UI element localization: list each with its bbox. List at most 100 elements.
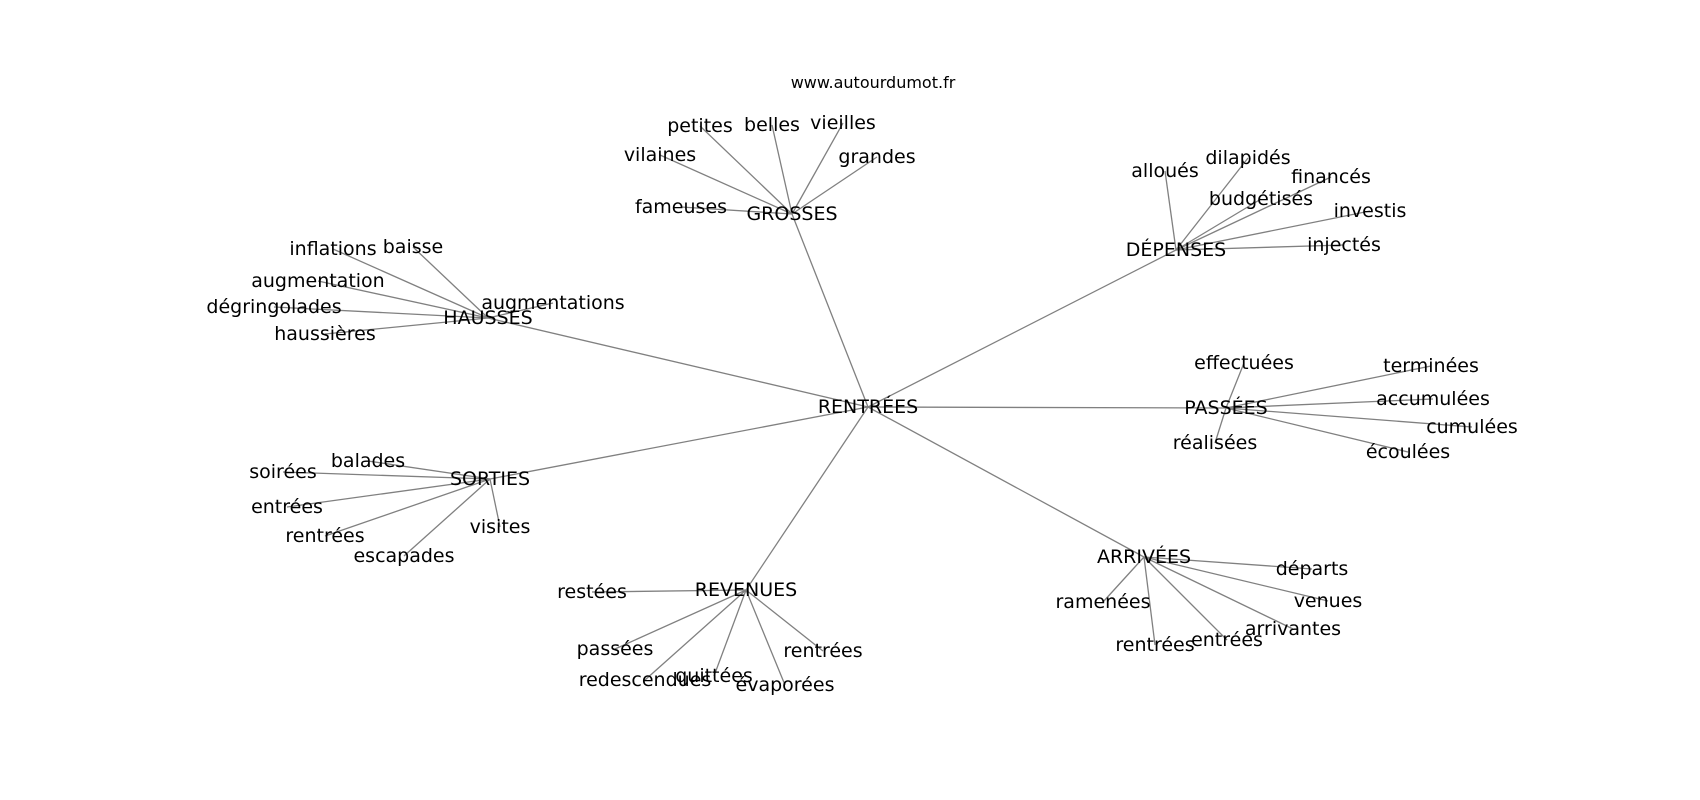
leaf-node-augmentations[interactable]: augmentations: [481, 292, 624, 314]
leaf-node-grandes[interactable]: grandes: [838, 146, 915, 168]
edge-center-revenues: [745, 406, 869, 591]
leaf-node-fameuses[interactable]: fameuses: [635, 196, 727, 218]
leaf-node-petites[interactable]: petites: [667, 115, 733, 137]
leaf-node-baisse[interactable]: baisse: [383, 236, 443, 258]
edge-hausses-inflations: [332, 248, 489, 319]
leaf-node-haussieres[interactable]: haussières: [274, 323, 375, 345]
leaf-node-escapades[interactable]: escapades: [353, 545, 454, 567]
edge-revenues-redescendues: [644, 589, 747, 681]
edge-sorties-soirees: [282, 471, 491, 480]
edge-depenses-alloues: [1164, 170, 1177, 251]
graph-edges: [273, 122, 1473, 686]
leaf-node-accumulees[interactable]: accumulées: [1376, 388, 1490, 410]
leaf-node-venues[interactable]: venues: [1294, 590, 1363, 612]
edge-grosses-grandes: [791, 156, 878, 215]
edge-arrivees-rentrees: [1143, 556, 1156, 646]
leaf-node-passees[interactable]: passées: [577, 638, 654, 660]
edge-passees-effectuees: [1225, 362, 1245, 409]
graph-labels: www.autourdumot.fr RENTRÉES GROSSES petite…: [206, 73, 1517, 696]
edge-sorties-entrees: [286, 478, 491, 508]
edge-center-passees: [867, 406, 1227, 409]
hub-node-sorties[interactable]: SORTIES: [450, 468, 530, 490]
leaf-node-alloues[interactable]: alloués: [1131, 160, 1198, 182]
edge-grosses-vilaines: [659, 154, 793, 215]
edge-hausses-haussieres: [324, 317, 489, 335]
leaf-node-injectes[interactable]: injectés: [1307, 234, 1381, 256]
leaf-node-dilapides[interactable]: dilapidés: [1205, 147, 1290, 169]
hub-node-revenues[interactable]: REVENUES: [695, 579, 797, 601]
leaf-node-redescendues[interactable]: redescendues: [579, 669, 712, 691]
edge-sorties-balades: [367, 460, 491, 480]
leaf-node-terminees[interactable]: terminées: [1383, 355, 1479, 377]
edge-arrivees-arrivantes: [1143, 556, 1294, 630]
leaf-node-evaporees[interactable]: évaporées: [736, 674, 835, 696]
leaf-node-rentrees[interactable]: rentrées: [285, 525, 364, 547]
leaf-node-cumulees[interactable]: cumulées: [1426, 416, 1518, 438]
edge-depenses-dilapides: [1175, 157, 1249, 251]
edge-arrivees-departs: [1143, 556, 1313, 570]
site-watermark[interactable]: www.autourdumot.fr: [791, 73, 956, 92]
edge-sorties-escapades: [403, 478, 491, 557]
leaf-node-rentrees[interactable]: rentrées: [783, 640, 862, 662]
leaf-node-vilaines[interactable]: vilaines: [624, 144, 696, 166]
leaf-node-entrees[interactable]: entrées: [1191, 629, 1263, 651]
leaf-node-vieilles[interactable]: vieilles: [810, 112, 876, 134]
edge-center-depenses: [867, 249, 1177, 408]
leaf-node-arrivantes[interactable]: arrivantes: [1245, 618, 1341, 640]
leaf-node-ecoulees[interactable]: écoulées: [1366, 441, 1450, 463]
edge-revenues-quittees: [713, 589, 747, 677]
hub-node-depenses[interactable]: DÉPENSES: [1126, 238, 1226, 261]
hub-node-grosses[interactable]: GROSSES: [746, 203, 837, 225]
leaf-node-visites[interactable]: visites: [470, 516, 531, 538]
leaf-node-budgetises[interactable]: budgétisés: [1209, 188, 1313, 210]
edge-sorties-rentrees: [324, 478, 491, 537]
leaf-node-belles[interactable]: belles: [744, 114, 800, 136]
leaf-node-entrees[interactable]: entrées: [251, 496, 323, 518]
edge-center-hausses: [487, 317, 869, 408]
leaf-node-departs[interactable]: départs: [1276, 558, 1349, 580]
edge-arrivees-ramenees: [1102, 556, 1145, 603]
leaf-node-balades[interactable]: balades: [331, 450, 405, 472]
edge-sorties-visites: [489, 478, 501, 528]
edge-arrivees-venues: [1143, 556, 1329, 602]
edge-grosses-fameuses: [680, 206, 793, 215]
edge-hausses-augmentations: [487, 302, 554, 319]
edge-grosses-petites: [699, 125, 793, 215]
edge-hausses-baisse: [412, 246, 489, 319]
edge-grosses-vieilles: [791, 122, 844, 215]
leaf-node-inflations[interactable]: inflations: [289, 238, 376, 260]
edge-passees-terminees: [1225, 365, 1432, 409]
leaf-node-augmentation[interactable]: augmentation: [251, 270, 384, 292]
edge-center-grosses: [791, 213, 869, 408]
leaf-node-soirees[interactable]: soirées: [249, 461, 316, 483]
edge-passees-accumulees: [1225, 398, 1434, 409]
leaf-node-realisees[interactable]: réalisées: [1173, 432, 1257, 454]
edge-passees-realisees: [1214, 407, 1227, 444]
edge-passees-ecoulees: [1225, 407, 1409, 453]
edge-passees-cumulees: [1225, 407, 1473, 428]
leaf-node-effectuees[interactable]: effectuées: [1194, 352, 1294, 374]
leaf-node-quittees[interactable]: quittées: [675, 665, 753, 687]
hub-node-hausses[interactable]: HAUSSES: [443, 307, 532, 329]
edge-depenses-finances: [1175, 176, 1332, 251]
hub-node-passees[interactable]: PASSÉES: [1184, 396, 1267, 419]
leaf-node-restees[interactable]: restées: [557, 581, 627, 603]
edge-depenses-investis: [1175, 210, 1371, 251]
edge-hausses-augmentation: [317, 280, 489, 319]
edge-revenues-evaporees: [745, 589, 786, 686]
leaf-node-finances[interactable]: financés: [1291, 166, 1371, 188]
leaf-node-rentrees[interactable]: rentrées: [1115, 634, 1194, 656]
edge-revenues-restees: [591, 589, 747, 593]
edge-revenues-passees: [614, 589, 747, 650]
leaf-node-degringolades[interactable]: dégringolades: [206, 296, 341, 318]
edge-grosses-belles: [771, 124, 793, 215]
edge-center-sorties: [489, 406, 869, 480]
edge-center-arrivees: [867, 406, 1145, 558]
center-node[interactable]: RENTRÉES: [818, 395, 918, 418]
edge-depenses-injectes: [1175, 244, 1345, 251]
hub-node-arrivees[interactable]: ARRIVÉES: [1097, 545, 1191, 568]
leaf-node-ramenees[interactable]: ramenées: [1056, 591, 1151, 613]
edge-arrivees-entrees: [1143, 556, 1228, 641]
leaf-node-investis[interactable]: investis: [1334, 200, 1407, 222]
